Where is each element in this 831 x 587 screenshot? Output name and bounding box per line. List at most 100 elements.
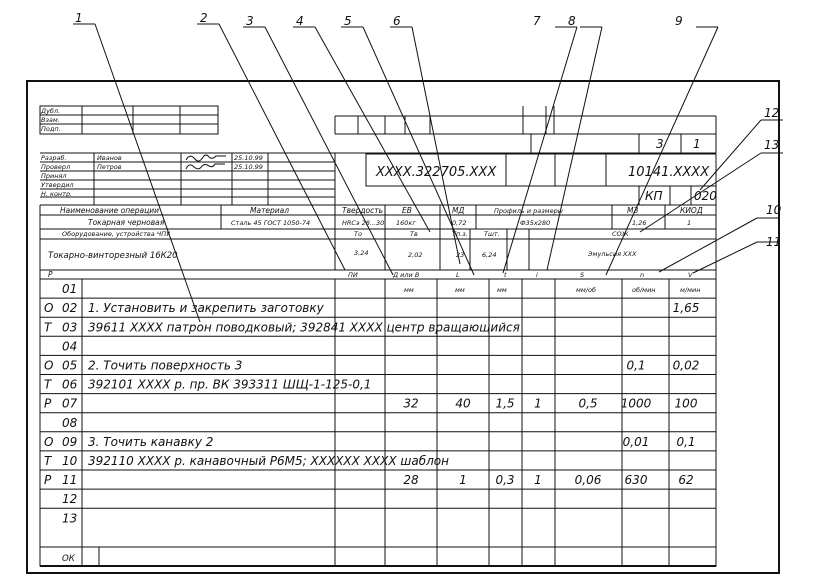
callout-number: 4 [296, 14, 304, 28]
row-value: 0,3 [495, 473, 514, 487]
row-text: 1. Установить и закрепить заготовку [88, 301, 325, 315]
row-prefix: О [44, 301, 53, 315]
hdr-kiod: КИОД [680, 206, 703, 215]
val-kiod: 1 [687, 219, 691, 227]
table-row: Т 10 392110 XXXX р. канавочный Р6М5; XXXXX… [40, 454, 716, 471]
col-rpm: n [640, 271, 644, 279]
row-value: 1,65 [673, 301, 700, 315]
row-value: 0,1 [626, 359, 645, 373]
operations-table: Р ПИ Д или В L t i S n V мм мм мм мм/об … [40, 270, 716, 566]
hdr-to: То [354, 230, 362, 238]
role-approved: Утвердил [41, 181, 74, 189]
val-hardness: HRCэ 28...30 [342, 219, 384, 227]
footer-block: ОК [39, 546, 717, 567]
row-number: 01 [62, 282, 77, 296]
hdr-coolant: СОЖ [612, 230, 630, 238]
col-feed: S [580, 271, 584, 279]
unit-rpm: об/мин [632, 286, 656, 294]
hdr-tv: Тв [410, 230, 418, 238]
row-number: 08 [62, 416, 78, 430]
col-speed: V [688, 271, 693, 279]
col-diameter: Д или В [392, 271, 420, 279]
row-prefix: Т [44, 378, 53, 392]
row-number: 11 [62, 473, 77, 487]
callout-13: 13 [639, 138, 783, 233]
unit-diameter: мм [404, 286, 414, 294]
row-value: 1,5 [495, 397, 514, 411]
val-mz: 1,26 [632, 219, 646, 227]
callout-2: 2 [197, 11, 346, 271]
callout-number: 7 [533, 14, 541, 28]
col-depth: t [504, 271, 507, 279]
hdr-md: МД [452, 206, 464, 215]
val-md: 0,72 [452, 219, 466, 227]
organization-code: 10141.XXXX [628, 165, 710, 180]
stamp-podp: Подп. [41, 125, 61, 133]
row-value: 0,1 [676, 435, 695, 449]
role-developer: Разраб. [41, 154, 67, 162]
hdr-equipment: Оборудование, устройства ЧПУ [62, 230, 171, 238]
callout-8: 8 [546, 14, 603, 271]
row-value: 0,06 [575, 473, 602, 487]
callout-9: 9 [605, 14, 719, 276]
callout-number: 9 [675, 14, 683, 28]
signature-2 [185, 163, 225, 170]
callout-11: 11 [692, 235, 781, 274]
unit-depth: мм [497, 286, 507, 294]
row-prefix: О [44, 435, 53, 449]
role-accepted: Принял [41, 172, 67, 180]
stamp-block: Дубл. Взам. Подп. 3 1 [39, 105, 717, 154]
hdr-material: Материал [250, 206, 289, 215]
row-value: 0,5 [578, 397, 597, 411]
date-checker: 25.10.99 [234, 163, 263, 171]
row-value: 28 [403, 473, 419, 487]
callout-number: 10 [766, 203, 782, 217]
table-row: 13 [62, 511, 77, 525]
unit-speed: м/мин [680, 286, 700, 294]
row-text: 3. Точить канавку 2 [88, 435, 213, 449]
hdr-hardness: Твердость [342, 206, 383, 215]
val-tsht: 6,24 [482, 251, 496, 259]
row-value: 62 [678, 473, 693, 487]
col-length: L [456, 271, 460, 279]
name-developer: Иванов [97, 154, 122, 162]
table-row: 01 [40, 282, 716, 299]
row-value: 100 [675, 397, 698, 411]
role-norm-control: Н. контр. [41, 190, 72, 198]
val-tv: 2,02 [408, 251, 422, 259]
operation-info-block: Наименование операции Материал Твердость… [39, 204, 717, 566]
row-number: 13 [62, 511, 77, 525]
document-designation: XXXX.322705.XXX [375, 165, 497, 180]
val-tpz: 23 [456, 251, 464, 259]
callout-number: 2 [200, 11, 208, 25]
callout-1: 1 [73, 11, 201, 323]
callout-7: 7 [502, 14, 578, 274]
row-value: 1 [459, 473, 467, 487]
col-row-label: Р [48, 270, 53, 279]
sheet-count: 3 [656, 137, 664, 151]
row-number: 10 [62, 454, 78, 468]
row-value: 1000 [621, 397, 652, 411]
val-to: 3,24 [354, 249, 368, 257]
row-text: 392110 XXXX р. канавочный Р6М5; XXXXXX X… [88, 454, 449, 468]
row-value: 40 [455, 397, 471, 411]
row-prefix: Т [44, 454, 53, 468]
callout-3: 3 [243, 14, 394, 276]
document-type: КП [645, 189, 663, 203]
table-row: 12 [40, 492, 716, 509]
callout-number: 1 [75, 11, 83, 25]
row-text: 2. Точить поверхность 3 [88, 359, 242, 373]
callout-number: 8 [568, 14, 576, 28]
row-prefix: Р [44, 397, 52, 411]
hdr-tpz: Тп.з. [452, 230, 468, 238]
stamp-dubl: Дубл. [40, 107, 60, 115]
row-value: 0,02 [673, 359, 700, 373]
callout-number: 11 [766, 235, 781, 249]
sheet-frame [26, 80, 780, 574]
row-number: 05 [62, 359, 77, 373]
